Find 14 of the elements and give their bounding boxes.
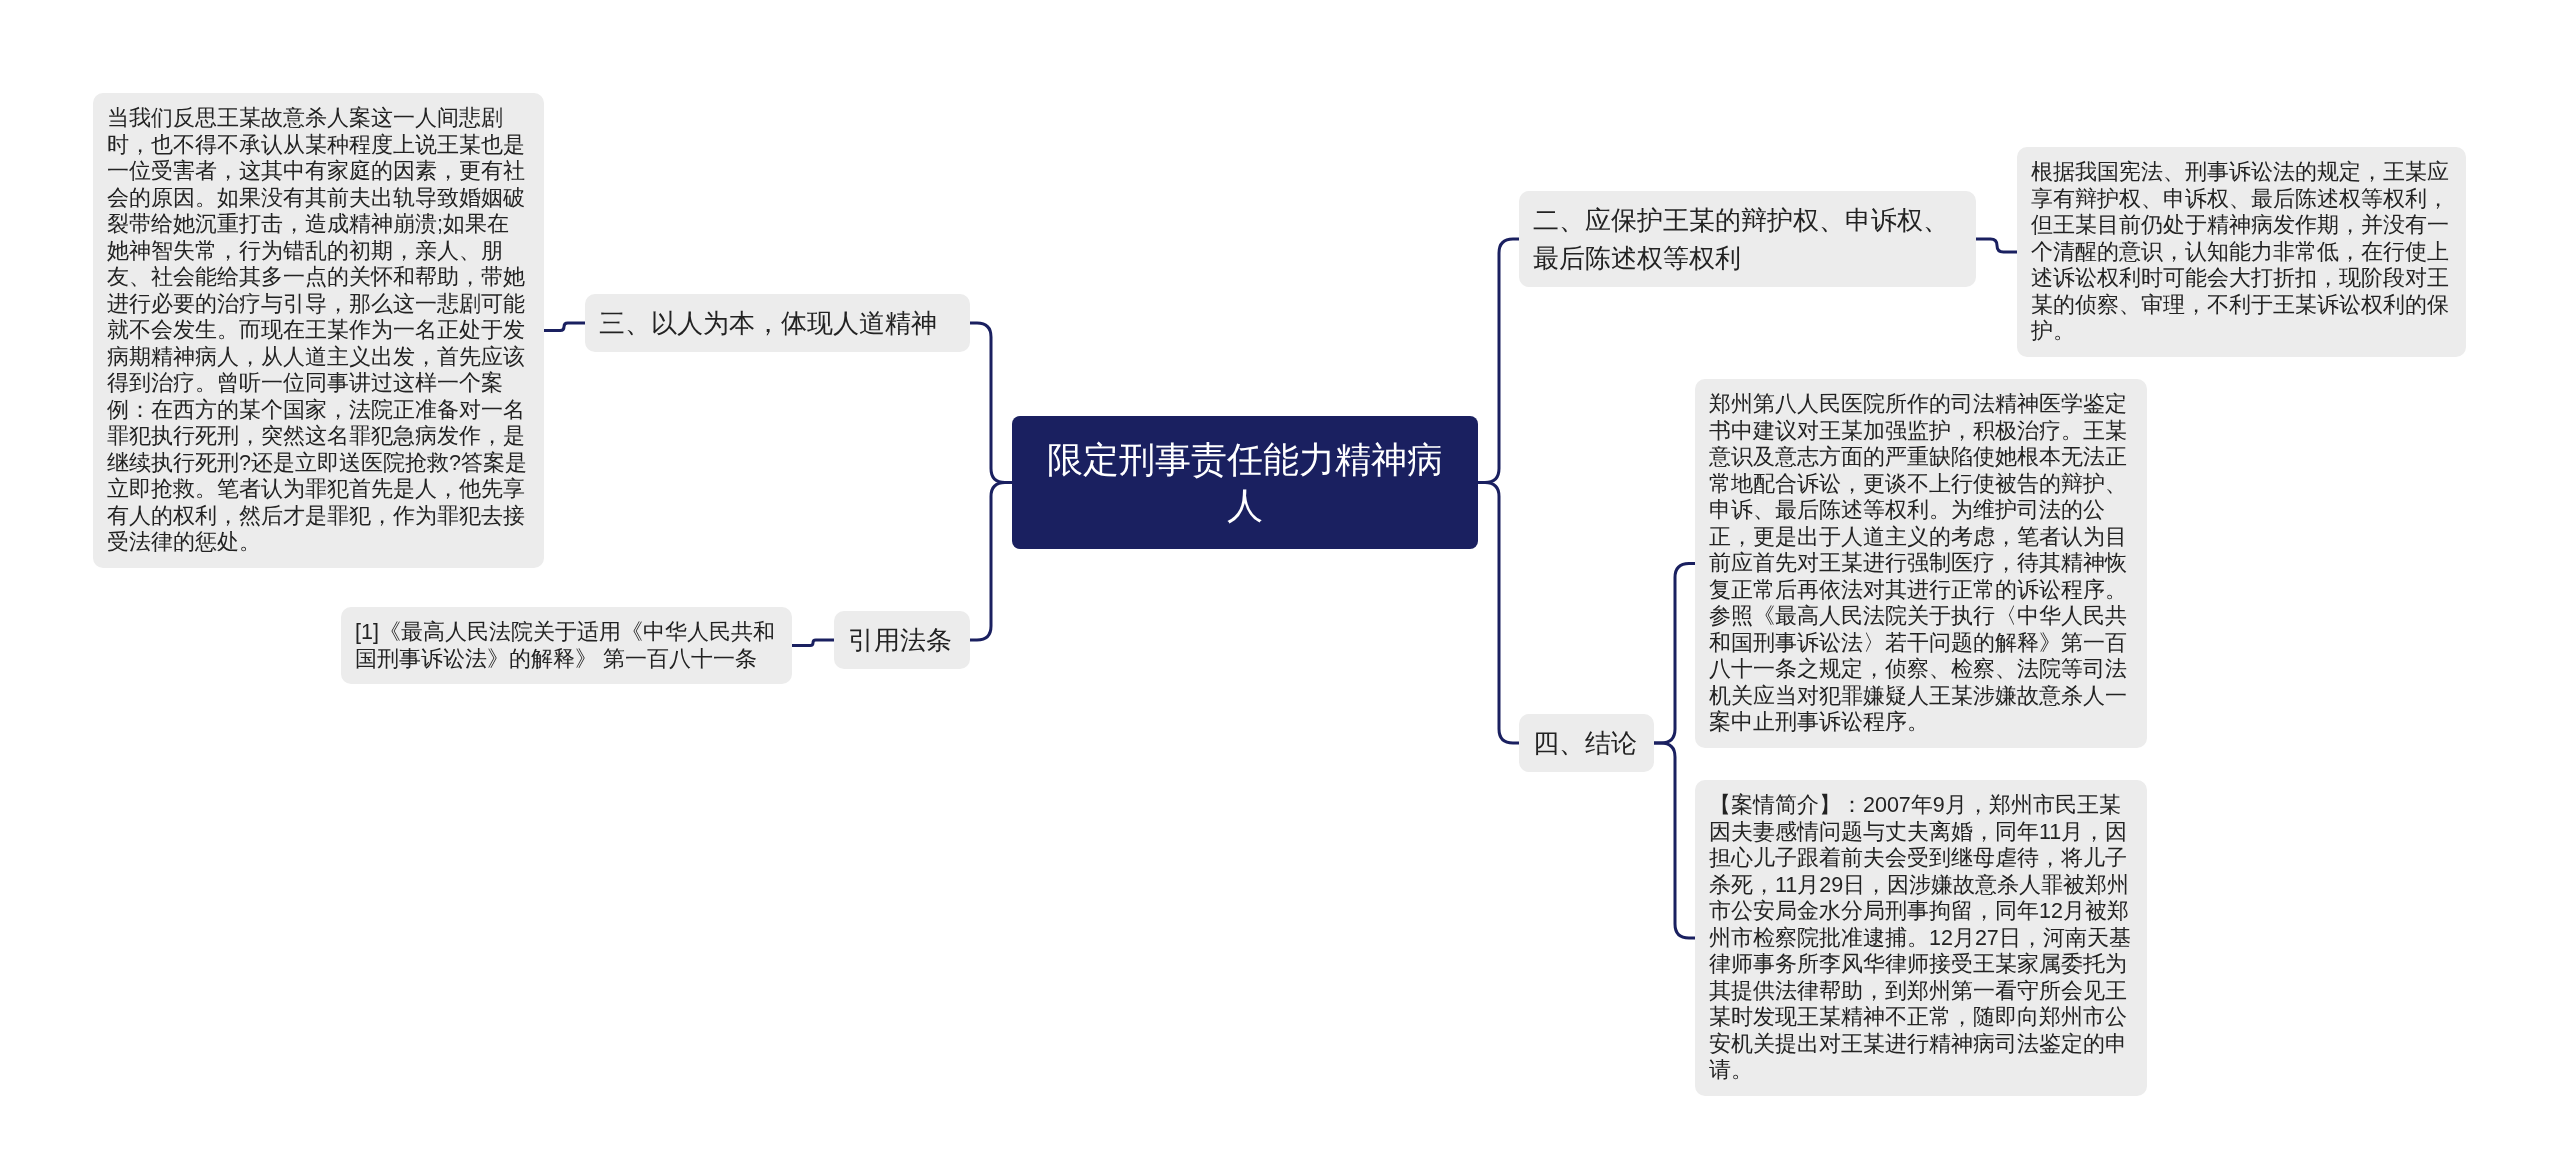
central-topic-box: 限定刑事责任能力精神病人: [1012, 416, 1478, 549]
note-box: 【案情简介】：2007年9月，郑州市民王某因夫妻感情问题与丈夫离婚，同年11月，因担心儿子跟着前夫会受到继母虐待，将儿子杀死，11月29日，因涉嫌故意杀人罪被郑州市公安局金水分局刑事拘留，同年12月被郑州市检察院批准逮捕。12月27日，河南天基律师事务所李风华律师接受王某家属委托为其提供法律帮助，到郑州第一看守所会见王某时发现王某精神不正常，随即向郑州市公安机关提出对王某进行精神病司法鉴定的申请。: [1695, 780, 2147, 1096]
topic-box: 四、结论: [1519, 714, 1654, 772]
note-box: 根据我国宪法、刑事诉讼法的规定，王某应享有辩护权、申诉权、最后陈述权等权利，但王某目前仍处于精神病发作期，并没有一个清醒的意识，认知能力非常低，在行使上述诉讼权利时可能会大打折扣，现阶段对王某的侦察、审理，不利于王某诉讼权利的保护。: [2017, 147, 2466, 357]
connector-line: [1976, 237, 2017, 254]
note-box: [1]《最高人民法院关于适用《中华人民共和国刑事诉讼法》的解释》 第一百八十一条: [341, 607, 792, 684]
note-box: 当我们反思王某故意杀人案这一人间悲剧时，也不得不承认从某种程度上说王某也是一位受害者，这其中有家庭的因素，更有社会的原因。如果没有其前夫出轨导致婚姻破裂带给她沉重打击，造成精神崩溃;如果在她神智失常，行为错乱的初期，亲人、朋友、社会能给其多一点的关怀和帮助，带她进行必要的治疗与引导，那么这一悲剧可能就不会发生。而现在王某作为一名正处于发病期精神病人，从人道主义出发，首先应该得到治疗。曾听一位同事讲过这样一个案例：在西方的某个国家，法院正准备对一名罪犯执行死刑，突然这名罪犯急病发作，是继续执行死刑?还是立即送医院抢救?答案是立即抢救。笔者认为罪犯首先是人，他先享有人的权利，然后才是罪犯，作为罪犯去接受法律的惩处。: [93, 93, 544, 568]
topic-box: 二、应保护王某的辩护权、申诉权、最后陈述权等权利: [1519, 191, 1976, 287]
note-box: 郑州第八人民医院所作的司法精神医学鉴定书中建议对王某加强监护，积极治疗。王某意识及意志方面的严重缺陷使她根本无法正常地配合诉讼，更谈不上行使被告的辩护、申诉、最后陈述等权利。为维护司法的公正，更是出于人道主义的考虑，笔者认为目前应首先对王某进行强制医疗，待其精神恢复正常后再依法对其进行正常的诉讼程序。参照《最高人民法院关于执行〈中华人民共和国刑事诉讼法〉若干问题的解释》第一百八十一条之规定，侦察、检察、法院等司法机关应当对犯罪嫌疑人王某涉嫌故意杀人一案中止刑事诉讼程序。: [1695, 379, 2147, 748]
connector-line: [970, 481, 1012, 642]
connector-line: [792, 638, 834, 647]
connector-line: [544, 321, 585, 332]
topic-box: 三、以人为本，体现人道精神: [585, 294, 970, 352]
topic-box: 引用法条: [834, 611, 970, 669]
